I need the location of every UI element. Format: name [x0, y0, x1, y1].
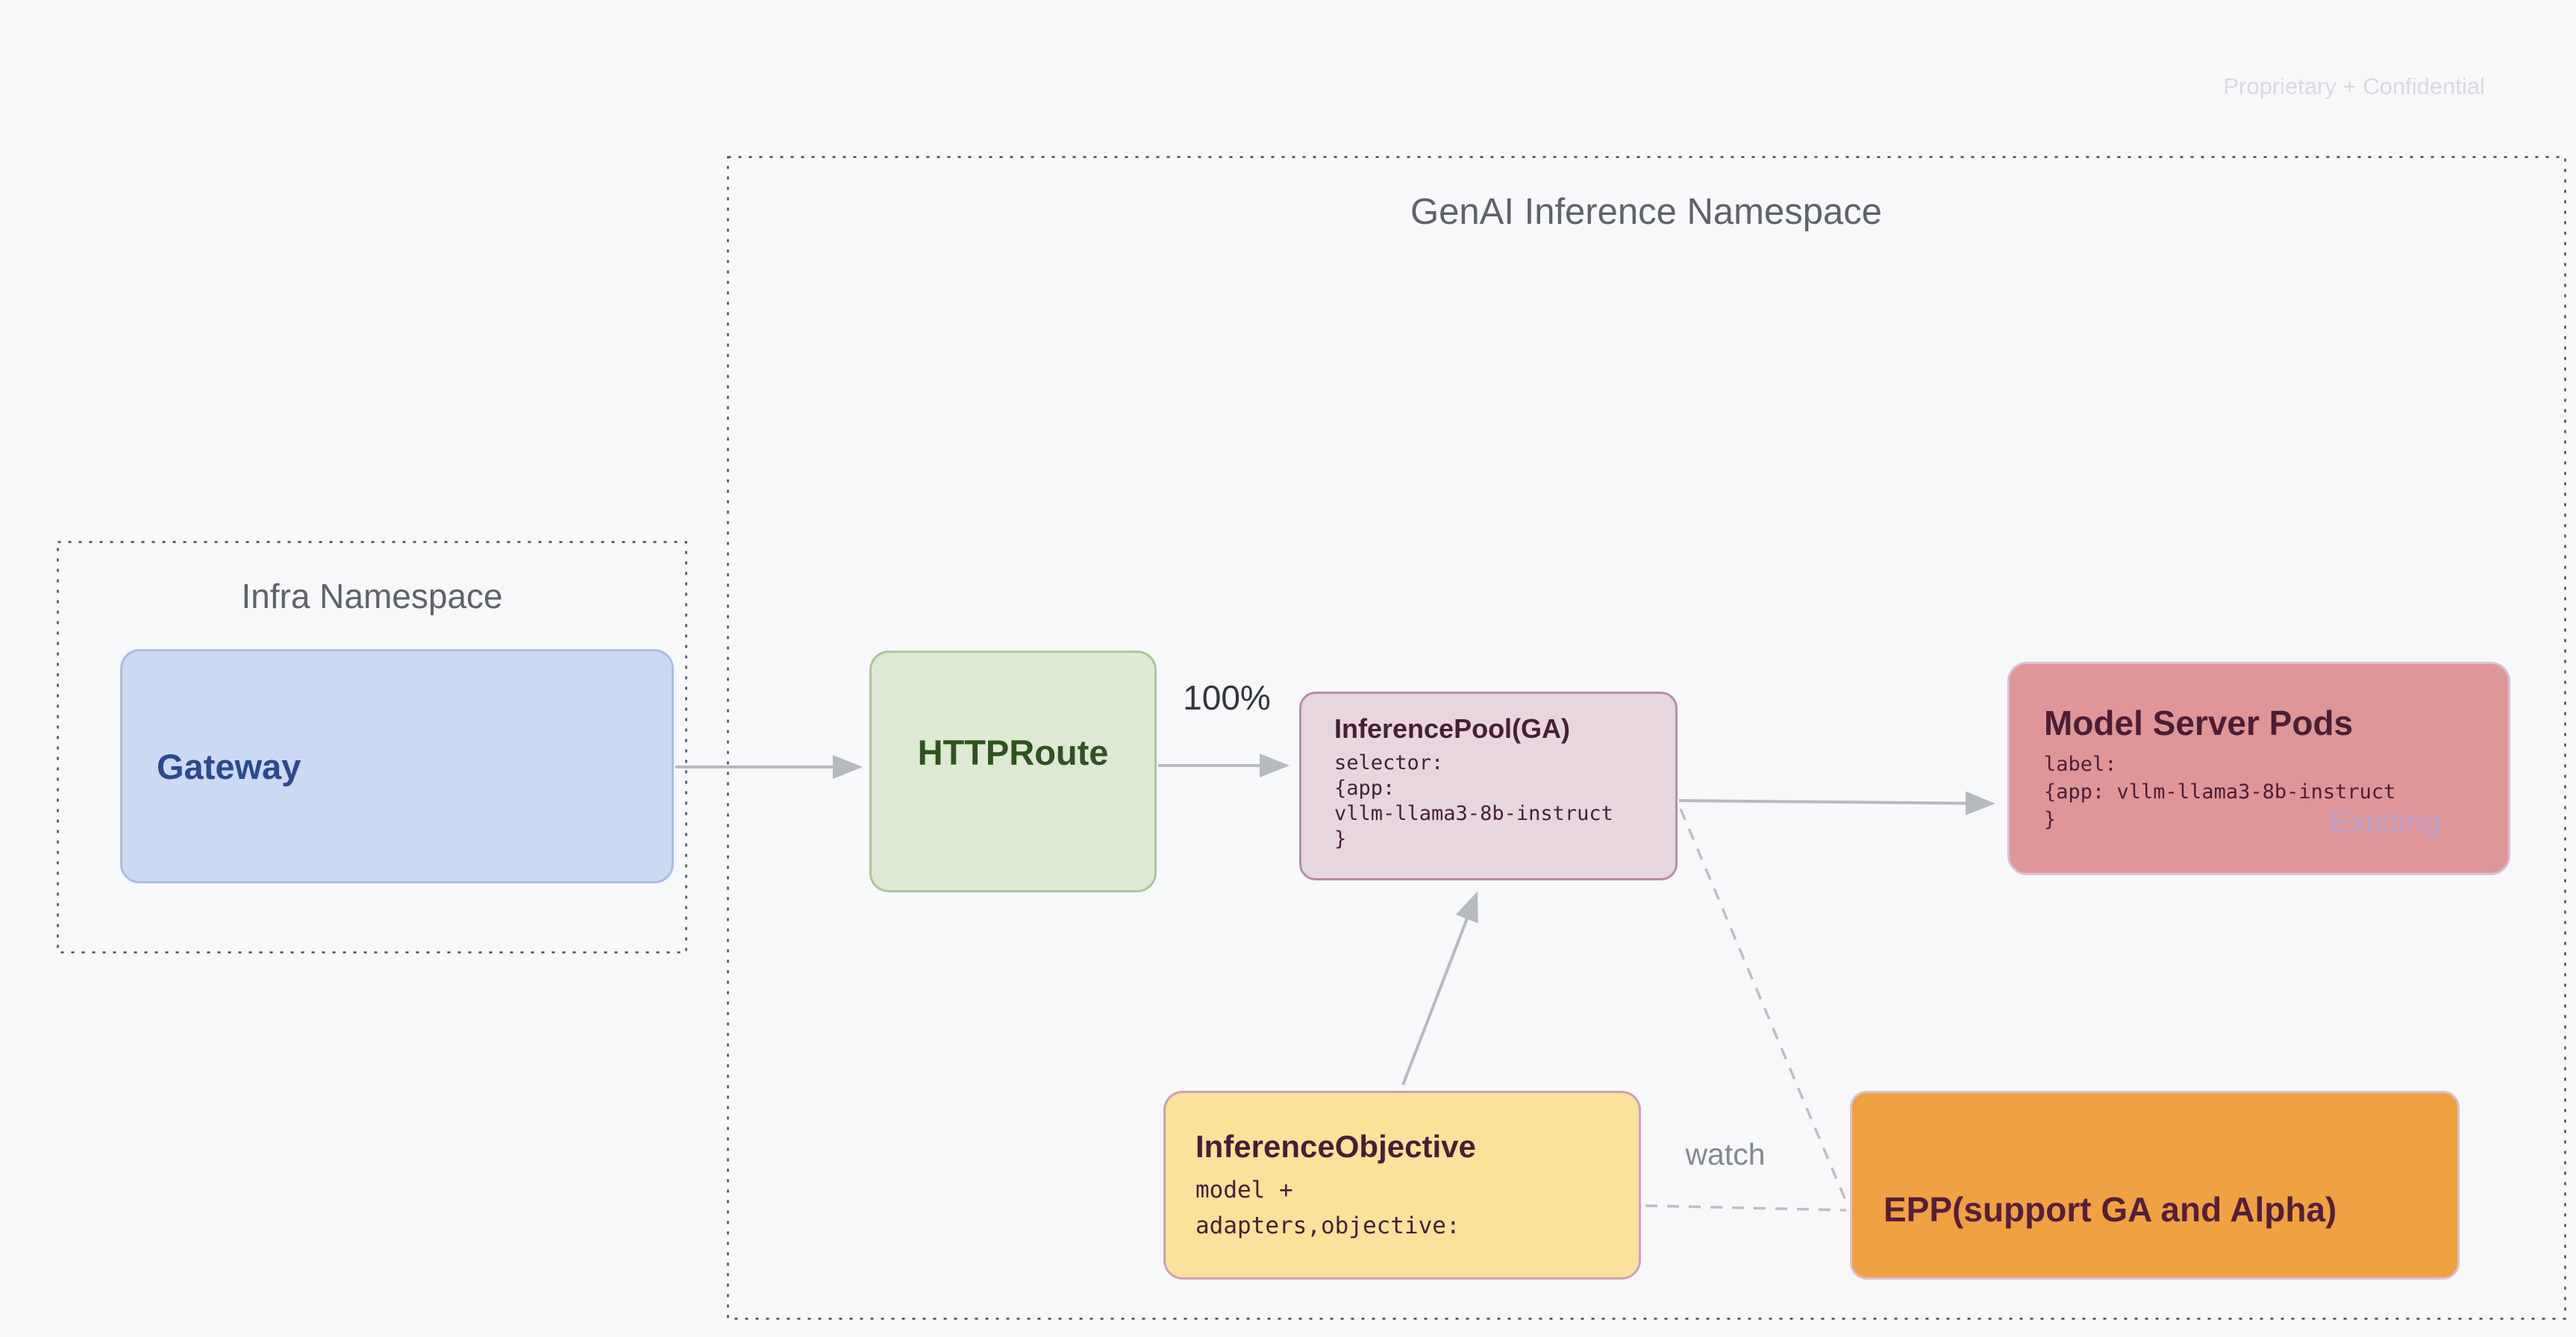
httproute-node: HTTPRoute [869, 651, 1157, 892]
existing-badge: Existing [2328, 804, 2441, 840]
infra-namespace-border [57, 541, 687, 954]
inference-objective-title: InferenceObjective [1195, 1129, 1476, 1164]
model-server-pods-node: Model Server Pods label: {app: vllm-llam… [2007, 662, 2510, 875]
epp-label: EPP(support GA and Alpha) [1883, 1189, 2337, 1229]
genai-namespace-border [727, 156, 2566, 1320]
inference-pool-selector-code: selector: {app: vllm-llama3-8b-instruct … [1334, 751, 1613, 851]
edge-objective-to-epp-dashed [1645, 1204, 1847, 1212]
inference-objective-code: model + adapters,objective: [1195, 1177, 1460, 1239]
edge-objective-to-pool [1401, 891, 1478, 1086]
genai-namespace-title: GenAI Inference Namespace [1410, 192, 1882, 232]
infra-namespace-title: Infra Namespace [241, 577, 503, 616]
model-server-pods-title: Model Server Pods [2044, 704, 2354, 742]
edge-pool-to-pods [1678, 791, 1995, 815]
inference-pool-node: InferencePool(GA) selector: {app: vllm-l… [1299, 692, 1678, 880]
gateway-node: Gateway [120, 649, 674, 883]
watermark-text: Proprietary + Confidential [2223, 73, 2485, 99]
inference-objective-node: InferenceObjective model + adapters,obje… [1163, 1091, 1641, 1280]
epp-node: EPP(support GA and Alpha) [1850, 1091, 2460, 1280]
httproute-label: HTTPRoute [917, 732, 1109, 772]
route-weight-label: 100% [1183, 678, 1271, 717]
edge-pool-to-epp-dashed [1679, 808, 1850, 1208]
inference-pool-title: InferencePool(GA) [1334, 713, 1571, 744]
watch-label: watch [1685, 1137, 1766, 1171]
gateway-label: Gateway [157, 746, 301, 786]
model-server-pods-label-code: label: {app: vllm-llama3-8b-instruct } [2044, 753, 2396, 831]
